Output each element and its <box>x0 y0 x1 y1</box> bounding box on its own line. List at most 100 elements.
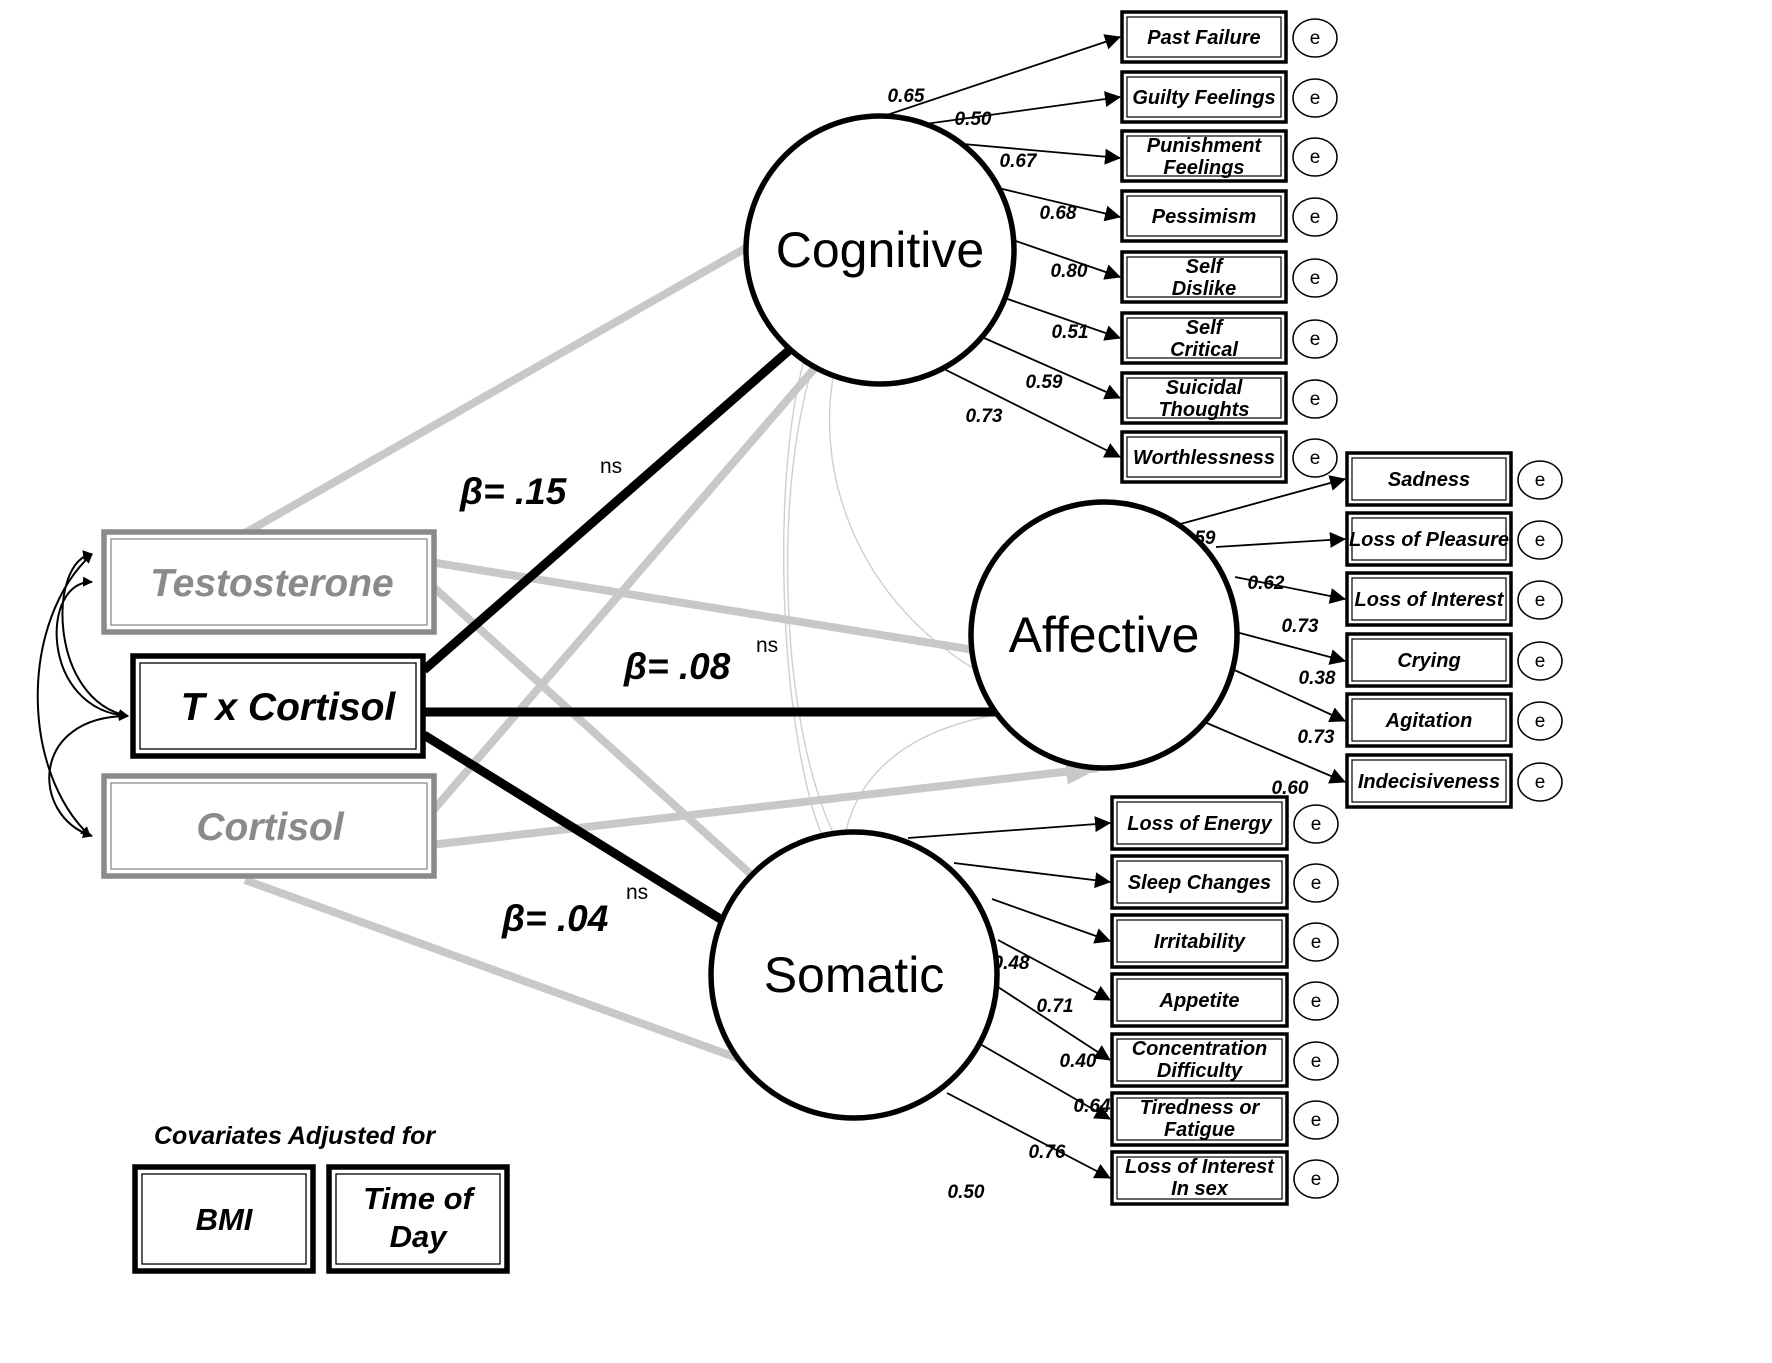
affective-factor-label: Affective <box>1009 607 1200 663</box>
error-term <box>1292 18 1338 58</box>
loading-value: 0.60 <box>1272 778 1309 799</box>
indicator-label: Loss of Energy <box>1127 813 1272 835</box>
somatic-factor-circle <box>708 829 1000 1121</box>
loading-arrow <box>880 34 1121 118</box>
loading-arrow <box>962 143 1121 165</box>
loading-value: 0.73 <box>1282 616 1319 637</box>
error-label: e <box>1310 147 1321 168</box>
error-term <box>1292 197 1338 237</box>
loading-arrow <box>1234 576 1346 604</box>
error-label: e <box>1310 329 1321 350</box>
loading-value: 0.50 <box>948 1182 985 1203</box>
indicator-label: Suicidal <box>1166 377 1243 399</box>
testosterone-label: Testosterone <box>150 562 393 605</box>
interaction-box <box>130 653 426 759</box>
indicator-box: Guilty Feelings e <box>1120 70 1338 124</box>
grey-predictor-paths <box>243 179 1100 1089</box>
predictor-covariance-arrow <box>36 553 93 837</box>
error-label: e <box>1535 772 1546 793</box>
error-term <box>1293 922 1339 962</box>
error-label: e <box>1310 268 1321 289</box>
loading-arrow <box>924 91 1121 125</box>
loading-value: 0.48 <box>993 953 1030 974</box>
loading-arrow <box>933 363 1121 458</box>
error-label: e <box>1310 88 1321 109</box>
error-label: e <box>1535 470 1546 491</box>
loading-value: 0.64 <box>1074 1096 1111 1117</box>
indicator-label: Feelings <box>1163 157 1244 179</box>
indicator-label: Self <box>1186 317 1225 339</box>
indicator-label: In sex <box>1171 1178 1229 1200</box>
loading-arrow <box>1009 238 1121 280</box>
loading-value: 0.73 <box>1298 727 1335 748</box>
loading-value: 0.80 <box>1051 261 1088 282</box>
non-interaction-path <box>429 758 1100 849</box>
loading-arrow <box>1194 717 1346 784</box>
indicator-label: Guilty Feelings <box>1132 87 1275 109</box>
indicator-label: Appetite <box>1159 990 1240 1012</box>
factor-covariance-curve <box>782 311 835 859</box>
error-term <box>1293 863 1339 903</box>
error-label: e <box>1310 28 1321 49</box>
affective-beta-label: β= .08 <box>623 646 731 687</box>
error-term <box>1517 460 1563 500</box>
loading-value: 0.73 <box>966 406 1003 427</box>
error-label: e <box>1311 1110 1322 1131</box>
indicator-box: Sadness e <box>1345 451 1563 507</box>
error-term <box>1292 379 1338 419</box>
indicator-label: Loss of Interest <box>1125 1156 1275 1178</box>
loading-value: 0.71 <box>1037 996 1074 1017</box>
loading-value: 0.50 <box>955 109 992 130</box>
indicator-label: Tiredness or <box>1140 1097 1261 1119</box>
indicator-label: Concentration <box>1132 1038 1268 1060</box>
loading-value: 0.59 <box>1026 372 1063 393</box>
error-term <box>1292 78 1338 118</box>
somatic-significance-label: ns <box>626 881 648 904</box>
indicator-label: Sadness <box>1388 469 1470 491</box>
indicator-label: Punishment <box>1147 135 1263 157</box>
loading-arrow <box>997 939 1111 1001</box>
loading-value: 0.67 <box>1000 151 1038 172</box>
indicator-label: Difficulty <box>1157 1060 1243 1082</box>
error-term <box>1517 641 1563 681</box>
error-term <box>1517 580 1563 620</box>
indicator-label: Fatigue <box>1164 1119 1235 1141</box>
loading-value: 0.65 <box>888 86 925 107</box>
error-label: e <box>1310 448 1321 469</box>
loading-arrow <box>997 986 1111 1061</box>
error-label: e <box>1535 651 1546 672</box>
cortisol-label: Cortisol <box>196 806 345 849</box>
loading-value: 0.76 <box>1029 1142 1066 1163</box>
indicator-label: Loss of Pleasure <box>1349 529 1509 551</box>
error-label: e <box>1311 814 1322 835</box>
error-label: e <box>1310 207 1321 228</box>
indicator-box: Indecisiveness e <box>1345 753 1563 809</box>
cognitive-interaction-path <box>421 314 829 674</box>
loading-arrow <box>1235 631 1346 665</box>
covariate-label: Day <box>390 1219 449 1254</box>
non-interaction-path <box>426 315 862 817</box>
loading-arrow <box>1172 475 1346 527</box>
indicator-label: Indecisiveness <box>1358 771 1500 793</box>
interaction-label: T x Cortisol <box>181 686 397 729</box>
indicator-label: Loss of Interest <box>1355 589 1505 611</box>
error-term <box>1292 438 1338 478</box>
cognitive-beta-label: β= .15 <box>459 471 568 512</box>
loading-arrow <box>907 816 1111 839</box>
indicator-label: Sleep Changes <box>1128 872 1271 894</box>
